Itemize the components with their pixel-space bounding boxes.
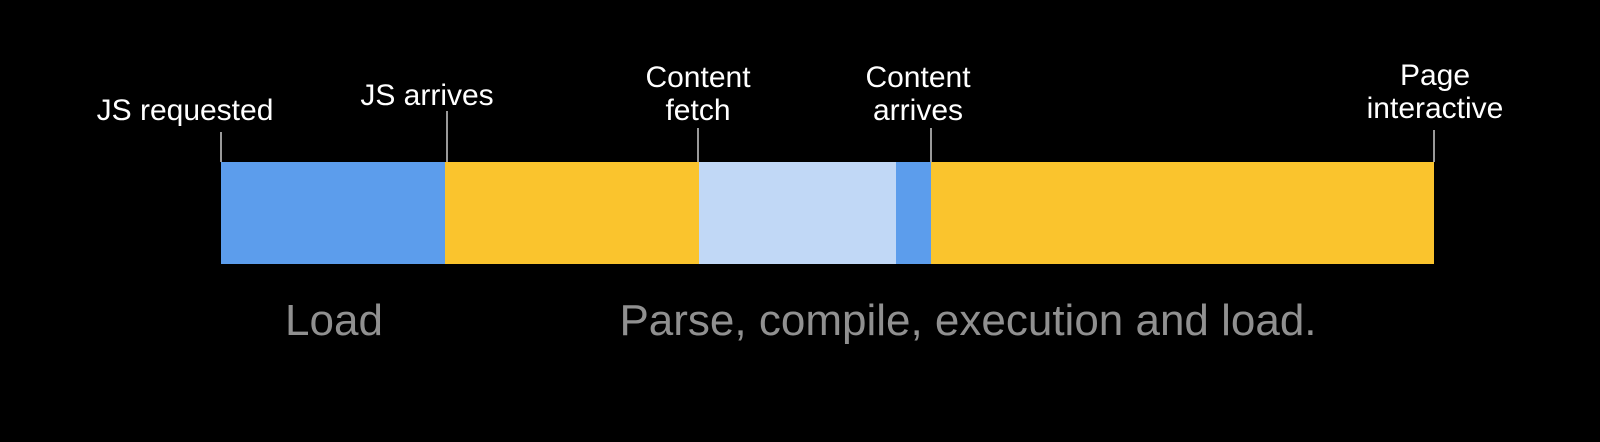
tick-js-requested [220, 132, 222, 162]
timeline-bar [221, 162, 1434, 264]
tick-content-fetch [697, 128, 699, 162]
segment-parse-compile-2 [931, 162, 1434, 264]
marker-label-content-fetch: Content fetch [645, 61, 751, 127]
marker-label-js-arrives: JS arrives [360, 79, 494, 112]
segment-parse-compile-1 [445, 162, 699, 264]
segment-load [221, 162, 445, 264]
tick-content-arrives [930, 128, 932, 162]
tick-page-interactive [1433, 130, 1435, 162]
segment-content-fetch [699, 162, 896, 264]
phase-label-parse-compile-execution-load: Parse, compile, execution and load. [619, 296, 1317, 345]
tick-js-arrives [446, 111, 448, 162]
phase-label-load: Load [285, 296, 383, 345]
marker-label-page-interactive: Page interactive [1366, 59, 1504, 125]
segment-content-arrives [896, 162, 931, 264]
marker-label-js-requested: JS requested [96, 94, 274, 127]
marker-label-content-arrives: Content arrives [865, 61, 971, 127]
